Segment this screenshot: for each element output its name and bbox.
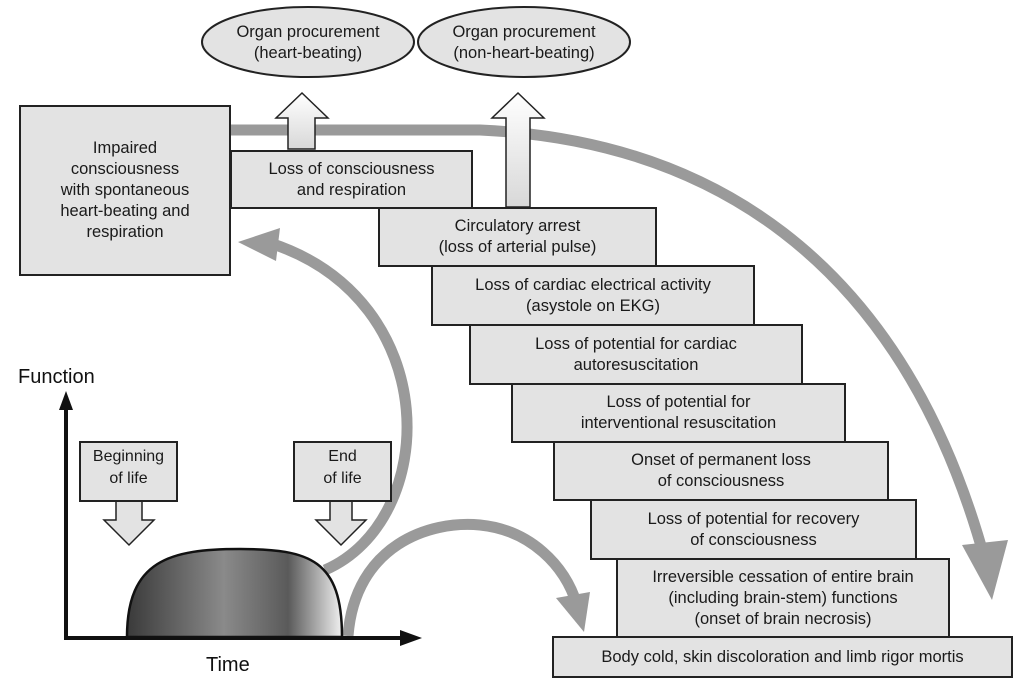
down-arrow-beginning — [102, 500, 156, 547]
stage-circulatory-arrest: Circulatory arrest (loss of arterial pul… — [378, 207, 657, 267]
organ-procurement-non-heart-beating-label: Organ procurement (non-heart-beating) — [452, 23, 596, 62]
stage-loss-cardiac-autoresuscitation: Loss of potential for cardiac autoresusc… — [469, 324, 803, 385]
life-curve — [125, 547, 344, 639]
marker-beginning-of-life: Beginning of life — [79, 441, 178, 502]
stage-onset-permanent-loss: Onset of permanent loss of consciousness — [553, 441, 889, 501]
y-axis-arrowhead — [59, 391, 73, 410]
stage-loss-consciousness-respiration: Loss of consciousness and respiration — [230, 150, 473, 209]
arc-arrow-to-body-cold — [342, 518, 583, 637]
organ-procurement-heart-beating-label: Organ procurement (heart-beating) — [236, 23, 380, 62]
arc-arrow-to-rigor — [230, 124, 991, 562]
stage-loss-cardiac-electrical: Loss of cardiac electrical activity (asy… — [431, 265, 755, 326]
arc-arrow-to-impaired — [268, 237, 413, 576]
x-axis-arrowhead — [400, 630, 422, 646]
up-arrow-non-heart-beating — [490, 91, 546, 208]
arc-arrow-to-body-cold-head — [556, 592, 590, 632]
box-impaired-consciousness: Impaired consciousness with spontaneous … — [19, 105, 231, 276]
stage-loss-interventional-resuscitation: Loss of potential for interventional res… — [511, 383, 846, 443]
arc-arrow-to-impaired-head — [238, 228, 280, 261]
stage-loss-recovery-consciousness: Loss of potential for recovery of consci… — [590, 499, 917, 560]
marker-end-of-life: End of life — [293, 441, 392, 502]
stage-irreversible-brain-cessation: Irreversible cessation of entire brain (… — [616, 558, 950, 638]
ellipse-organ-heart-beating — [201, 6, 415, 78]
stage-body-cold-rigor-mortis: Body cold, skin discoloration and limb r… — [552, 636, 1013, 678]
arc-arrow-to-rigor-head — [962, 540, 1008, 600]
ellipse-organ-non-heart-beating — [417, 6, 631, 78]
down-arrow-end — [314, 500, 368, 547]
y-axis-label: Function — [18, 366, 95, 388]
up-arrow-heart-beating — [274, 91, 330, 150]
x-axis-label: Time — [206, 654, 250, 676]
